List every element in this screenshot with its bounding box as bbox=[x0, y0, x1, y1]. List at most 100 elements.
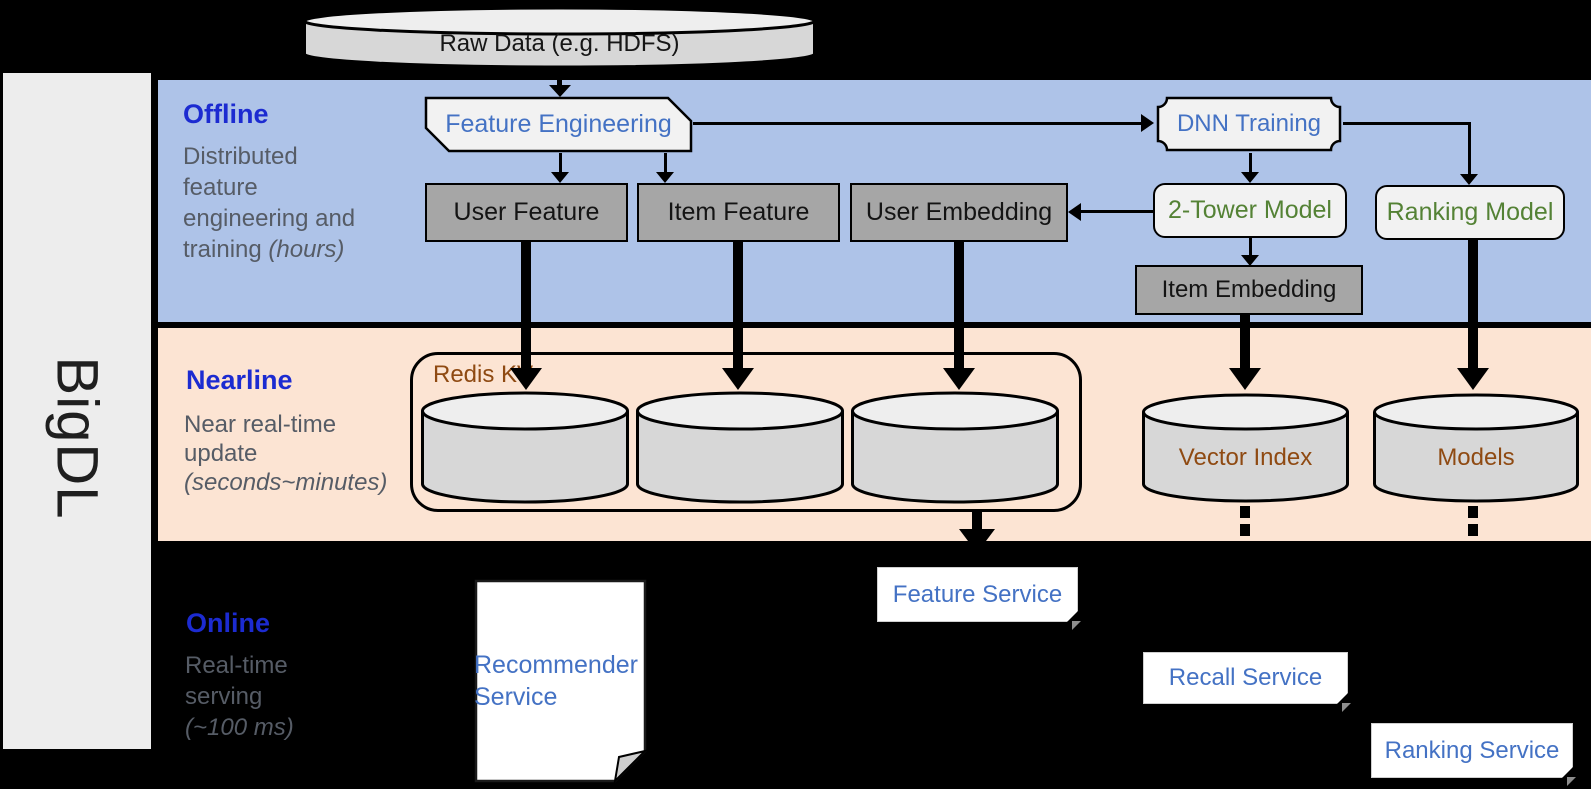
arrowhead-twotower-userembedding bbox=[1068, 202, 1081, 221]
feature-service-label: Feature Service bbox=[892, 580, 1063, 608]
redis-cylinder-1 bbox=[420, 390, 630, 505]
cylinder-shape bbox=[851, 391, 1059, 504]
cylinder-shape bbox=[421, 391, 629, 504]
nearline-subtitle-line2: update bbox=[184, 440, 258, 467]
user-embedding-node: User Embedding bbox=[850, 183, 1068, 242]
cylinder-shape bbox=[636, 391, 844, 504]
connector-fe-dnn bbox=[693, 121, 1141, 125]
recommender-service-label: Recommender Service bbox=[474, 651, 638, 711]
nearline-subtitle: Near real-time update (seconds~minutes) bbox=[184, 410, 387, 497]
online-subtitle-line1: Real-time bbox=[185, 652, 288, 679]
document-shape bbox=[474, 579, 649, 784]
models-cylinder: Models bbox=[1372, 392, 1580, 504]
connector-rankingmodel-models bbox=[1468, 240, 1478, 368]
cylinder-body bbox=[1142, 412, 1349, 503]
dash-vectorindex-1 bbox=[1240, 506, 1250, 518]
cylinder-top bbox=[1142, 393, 1349, 431]
offline-subtitle-line3: engineering and bbox=[183, 205, 356, 232]
connector-twotower-userembedding bbox=[1080, 210, 1153, 213]
arrowhead-fe-userfeature bbox=[551, 172, 569, 183]
arrowhead-dnn-ranking bbox=[1460, 174, 1478, 185]
item-embedding-node: Item Embedding bbox=[1135, 265, 1363, 315]
arrowhead-fe-itemfeature bbox=[656, 172, 674, 183]
arrowhead-userfeature-redis bbox=[510, 368, 542, 390]
dash-models-1 bbox=[1468, 506, 1478, 518]
card-shape bbox=[424, 96, 693, 153]
feature-engineering-label: Feature Engineering bbox=[445, 110, 672, 138]
two-tower-model-node: 2-Tower Model bbox=[1153, 183, 1347, 238]
document-fold bbox=[613, 749, 649, 784]
cylinder-body bbox=[851, 411, 1059, 504]
card-outline bbox=[424, 96, 693, 153]
arrowhead-dnn-twotower bbox=[1241, 172, 1259, 183]
cylinder-body bbox=[636, 411, 844, 504]
connector-redis-featureservice bbox=[972, 512, 982, 529]
offline-subtitle-line4-prefix: training bbox=[183, 236, 269, 263]
connector-twotower-itemembedding bbox=[1248, 238, 1252, 257]
connector-fe-userfeature bbox=[558, 153, 562, 174]
online-subtitle-line2: serving bbox=[185, 683, 263, 710]
plaque-outline bbox=[1156, 96, 1342, 152]
nearline-title: Nearline bbox=[186, 365, 293, 395]
fold-flap-icon bbox=[1072, 621, 1081, 630]
models-label: Models bbox=[1437, 444, 1515, 471]
user-feature-node: User Feature bbox=[425, 183, 628, 242]
online-title: Online bbox=[186, 608, 271, 638]
offline-subtitle-line1: Distributed bbox=[183, 143, 298, 170]
dnn-training-node: DNN Training bbox=[1155, 95, 1343, 153]
connector-userfeature-redis bbox=[521, 242, 531, 368]
dash-models-2 bbox=[1468, 524, 1478, 536]
bigdl-logo-text: BigDL bbox=[44, 356, 110, 520]
nearline-subtitle-line3: (seconds~minutes) bbox=[184, 469, 388, 496]
cylinder-top bbox=[636, 391, 844, 431]
item-feature-node: Item Feature bbox=[637, 183, 840, 242]
connector-dnn-ranking-v bbox=[1467, 121, 1471, 176]
feature-service-node: Feature Service bbox=[877, 567, 1081, 630]
nearline-subtitle-line1: Near real-time bbox=[184, 411, 337, 438]
vector-index-label: Vector Index bbox=[1178, 444, 1313, 471]
fold-corner-icon bbox=[1067, 611, 1078, 622]
two-tower-model-label: 2-Tower Model bbox=[1168, 196, 1332, 224]
offline-subtitle-line4: training (hours) bbox=[183, 234, 355, 265]
user-embedding-label: User Embedding bbox=[865, 198, 1053, 226]
fold-flap-icon bbox=[1567, 777, 1576, 786]
arrowhead-userembedding-redis bbox=[943, 368, 975, 390]
dash-vectorindex-2 bbox=[1240, 524, 1250, 536]
cylinder-top bbox=[303, 6, 816, 36]
item-embedding-label: Item Embedding bbox=[1161, 276, 1337, 303]
offline-subtitle: Distributed feature engineering and trai… bbox=[183, 141, 355, 265]
arrowhead-rawdata-fe bbox=[549, 85, 571, 97]
connector-itemembedding-vectorindex bbox=[1240, 315, 1250, 368]
connector-userembedding-redis bbox=[954, 242, 964, 368]
vector-index-cylinder: Vector Index bbox=[1141, 392, 1350, 504]
online-subtitle-line3: (~100 ms) bbox=[185, 714, 294, 741]
ranking-model-node: Ranking Model bbox=[1375, 185, 1565, 240]
offline-title: Offline bbox=[183, 99, 269, 129]
cylinder-top bbox=[851, 391, 1059, 431]
fold-flap-icon bbox=[1342, 703, 1351, 712]
connector-itemfeature-redis bbox=[733, 242, 743, 368]
redis-cylinder-2 bbox=[635, 390, 845, 505]
arrowhead-twotower-itemembedding bbox=[1241, 255, 1259, 266]
feature-engineering-node: Feature Engineering bbox=[424, 96, 693, 153]
plaque-shape bbox=[1156, 96, 1342, 152]
online-subtitle: Real-time serving (~100 ms) bbox=[185, 650, 294, 743]
ranking-service-node: Ranking Service bbox=[1371, 723, 1576, 786]
connector-dnn-ranking-h bbox=[1343, 121, 1470, 125]
item-feature-label: Item Feature bbox=[667, 198, 810, 226]
connector-rawdata-fe bbox=[557, 68, 562, 88]
arrowhead-itemembedding-vectorindex bbox=[1229, 368, 1261, 390]
cylinder-body bbox=[1373, 412, 1579, 503]
redis-cylinder-3 bbox=[850, 390, 1060, 505]
arrowhead-rankingmodel-models bbox=[1457, 368, 1489, 390]
user-feature-label: User Feature bbox=[453, 198, 600, 226]
offline-subtitle-line2: feature bbox=[183, 174, 258, 201]
fold-corner-icon bbox=[1337, 693, 1348, 704]
fold-corner-icon bbox=[1562, 767, 1573, 778]
cylinder-shape bbox=[303, 6, 816, 69]
offline-subtitle-line4-italic: (hours) bbox=[268, 236, 345, 263]
connector-dnn-twotower bbox=[1248, 153, 1252, 174]
arrowhead-fe-dnn bbox=[1141, 114, 1154, 132]
arrowhead-redis-featureservice bbox=[959, 529, 995, 553]
